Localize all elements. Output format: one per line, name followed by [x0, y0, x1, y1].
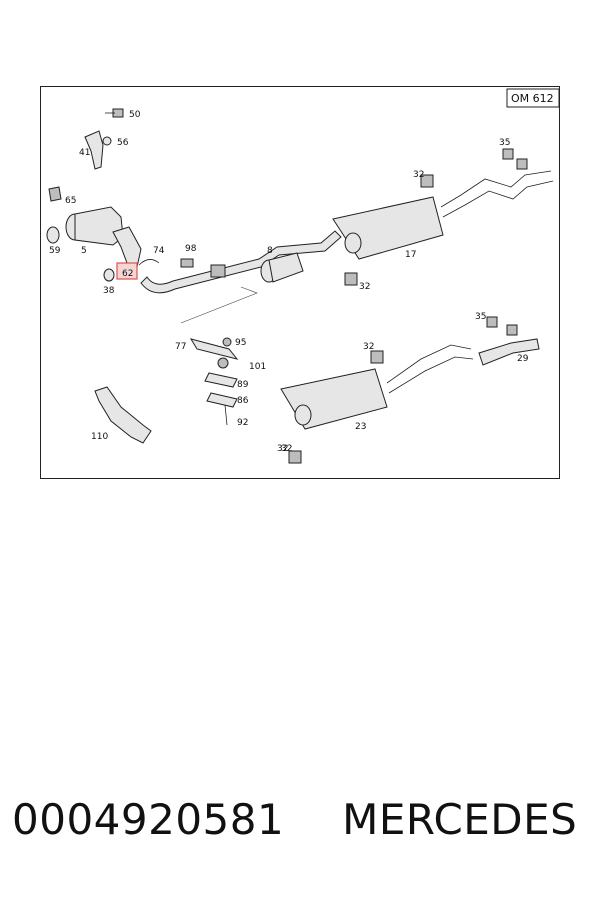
callout-label: 32 — [359, 282, 370, 292]
mounting-bracket-77 — [180, 286, 258, 426]
rear-silencer-23 — [280, 344, 474, 464]
bracket-assembly-41 — [84, 108, 124, 170]
brand-name: MERCEDES — [342, 795, 578, 844]
callout-label: 41 — [79, 148, 90, 158]
callout-label: 35 — [475, 312, 486, 322]
exhaust-diagram: OM 612 — [40, 86, 560, 479]
exhaust-system-illustration: OM 612 — [46, 88, 560, 464]
engine-badge: OM 612 — [506, 88, 560, 108]
callout-label: 32 — [413, 170, 424, 180]
highlight-box-62 — [116, 262, 138, 280]
callout-label: 110 — [91, 432, 108, 442]
middle-silencer-8 — [260, 252, 304, 283]
callout-label: 23 — [355, 422, 366, 432]
callout-labels: 50 56 41 65 5 59 74 98 8 32 17 35 62 38 … — [49, 110, 529, 454]
callout-label: 74 — [153, 246, 165, 256]
callout-label: 8 — [267, 246, 273, 256]
callout-label: 29 — [517, 354, 529, 364]
callout-label: 95 — [235, 338, 246, 348]
callout-label: 32 — [363, 342, 374, 352]
engine-badge-label: OM 612 — [511, 92, 554, 105]
callout-label: 89 — [237, 380, 249, 390]
callout-label: 38 — [103, 286, 115, 296]
callout-label: 32 — [281, 444, 292, 454]
callout-label: 77 — [175, 342, 186, 352]
clip-65 — [48, 186, 62, 202]
catalytic-converter-5 — [46, 206, 142, 268]
clamp-74 — [138, 259, 160, 266]
callout-label: 5 — [81, 246, 87, 256]
callout-label: 86 — [237, 396, 249, 406]
front-pipe — [140, 230, 342, 294]
rear-silencer-17 — [332, 170, 554, 286]
callout-label: 59 — [49, 246, 61, 256]
tailpipe-29 — [478, 316, 540, 366]
front-pipe-110 — [94, 386, 152, 444]
callout-label: 92 — [237, 418, 248, 428]
part-number: 0004920581 — [12, 795, 285, 844]
callout-label: 98 — [185, 244, 197, 254]
part-caption: 0004920581 MERCEDES — [12, 795, 592, 865]
callout-label: 62 — [122, 269, 133, 279]
callout-label: 56 — [117, 138, 129, 148]
callout-label: 101 — [249, 362, 266, 372]
callout-label: 65 — [65, 196, 76, 206]
clamp-98 — [180, 258, 194, 268]
callout-label: 17 — [405, 250, 416, 260]
callout-label: 32 — [277, 444, 288, 454]
nuts-35-upper — [502, 148, 528, 170]
callout-label: 35 — [499, 138, 510, 148]
callout-label: 50 — [129, 110, 141, 120]
gasket-38 — [103, 268, 115, 282]
